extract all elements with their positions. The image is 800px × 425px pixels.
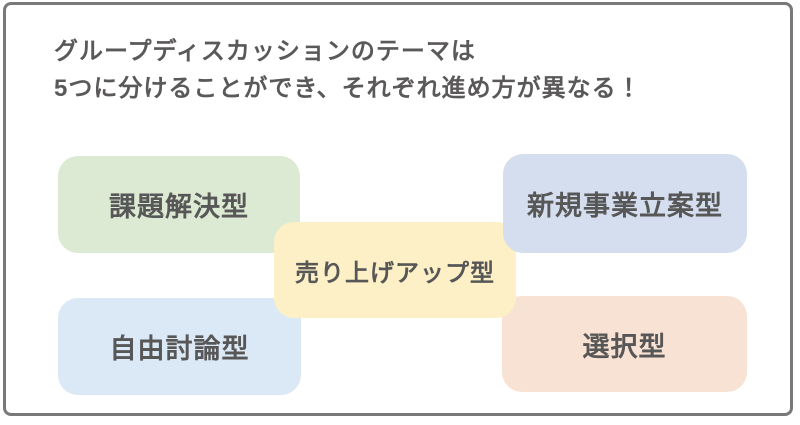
theme-box-sales-up: 売り上げアップ型: [274, 222, 516, 318]
theme-box-problem-solving: 課題解決型: [58, 156, 300, 253]
theme-label-free-discussion: 自由討論型: [109, 334, 250, 364]
theme-box-free-discussion: 自由討論型: [58, 298, 301, 395]
theme-label-problem-solving: 課題解決型: [109, 192, 249, 222]
theme-label-sales-up: 売り上げアップ型: [295, 259, 495, 287]
bordered-card: グループディスカッションのテーマは 5つに分けることができ、それぞれ進め方が異な…: [3, 2, 793, 416]
title-line-1: グループディスカッションのテーマは: [54, 38, 476, 65]
title-line-2: 5つに分けることができ、それぞれ進め方が異なる！: [54, 75, 642, 102]
page-title: グループディスカッションのテーマは 5つに分けることができ、それぞれ進め方が異な…: [54, 33, 642, 107]
theme-label-new-business: 新規事業立案型: [527, 191, 723, 221]
theme-box-new-business: 新規事業立案型: [503, 154, 747, 253]
theme-box-selection: 選択型: [502, 296, 747, 392]
theme-label-selection: 選択型: [582, 331, 667, 362]
